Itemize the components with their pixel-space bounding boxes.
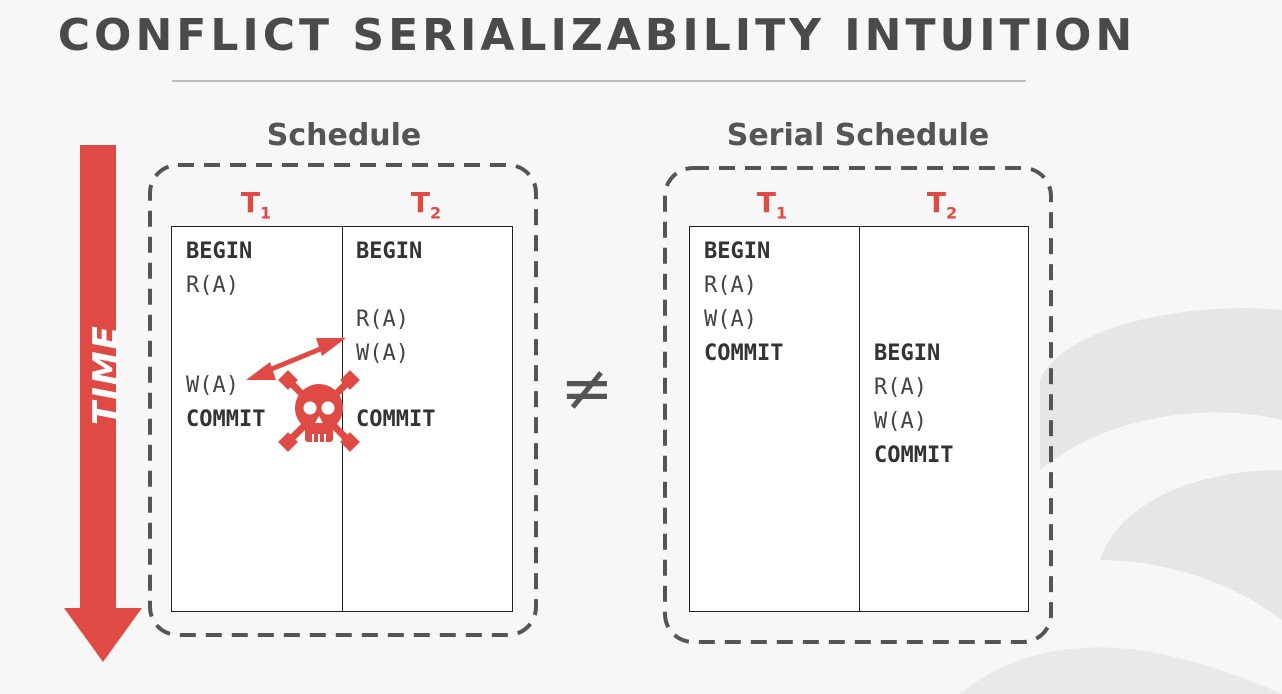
serial-t1-write-a: W(A) bbox=[704, 307, 757, 332]
t1-read-a: R(A) bbox=[186, 273, 239, 298]
title-divider bbox=[172, 80, 1026, 82]
t1-write-a: W(A) bbox=[186, 373, 239, 398]
t1-commit: COMMIT bbox=[186, 407, 266, 432]
t2-commit: COMMIT bbox=[356, 407, 436, 432]
schedule-t2-header: T2 bbox=[410, 186, 442, 223]
serial-t2-write-a: W(A) bbox=[874, 409, 927, 434]
serial-schedule-title: Serial Schedule bbox=[726, 118, 990, 153]
serial-t1-begin: BEGIN bbox=[704, 239, 771, 264]
t2-write-a: W(A) bbox=[356, 341, 409, 366]
schedule-ops-table: BEGIN R(A) W(A) COMMIT BEGIN R(A) W(A) C… bbox=[171, 226, 513, 612]
serial-t2-read-a: R(A) bbox=[874, 375, 927, 400]
t2-begin: BEGIN bbox=[356, 239, 423, 264]
serial-t1-header: T1 bbox=[756, 186, 788, 223]
serial-t1-commit: COMMIT bbox=[704, 341, 784, 366]
schedule-t1-header: T1 bbox=[240, 186, 272, 223]
serial-t2-begin: BEGIN bbox=[874, 341, 941, 366]
serial-schedule-ops-table: BEGIN R(A) W(A) COMMIT BEGIN R(A) W(A) C… bbox=[689, 226, 1029, 612]
not-equal-symbol: ≠ bbox=[560, 352, 614, 426]
serial-t2-header: T2 bbox=[926, 186, 958, 223]
column-divider bbox=[342, 227, 343, 611]
column-divider bbox=[859, 227, 860, 611]
t1-begin: BEGIN bbox=[186, 239, 253, 264]
serial-t2-commit: COMMIT bbox=[874, 443, 954, 468]
t2-read-a: R(A) bbox=[356, 307, 409, 332]
schedule-title: Schedule bbox=[266, 118, 422, 153]
time-label: TIME bbox=[86, 324, 126, 425]
serial-t1-read-a: R(A) bbox=[704, 273, 757, 298]
slide-title: CONFLICT SERIALIZABILITY INTUITION bbox=[57, 10, 1137, 61]
